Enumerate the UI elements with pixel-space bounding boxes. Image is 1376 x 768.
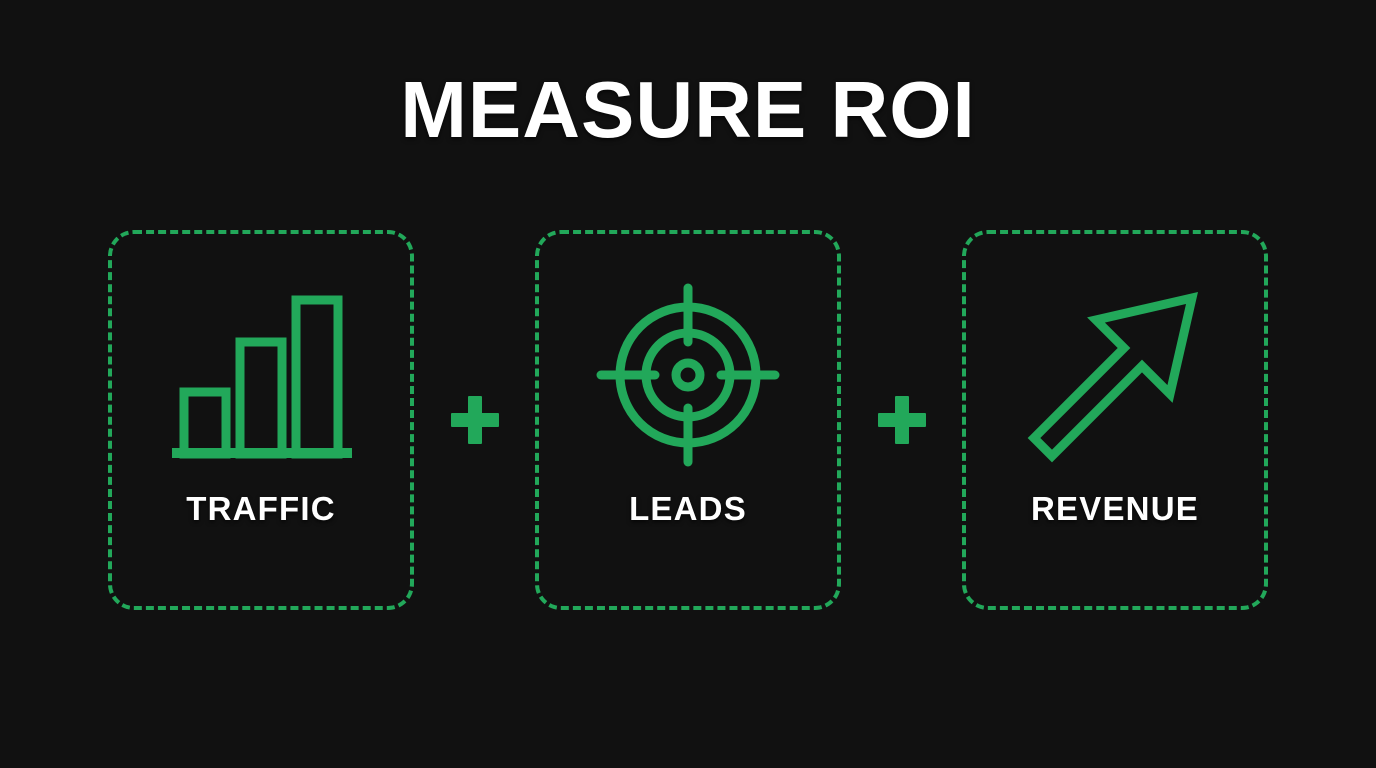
metric-card-revenue[interactable]: REVENUE [962,230,1268,610]
trending-up-arrow-icon [1020,280,1210,470]
metric-card-leads[interactable]: LEADS [535,230,841,610]
metric-card-label: LEADS [629,490,747,527]
metric-card-label: REVENUE [1031,490,1199,527]
metric-card-label: TRAFFIC [186,490,336,527]
bar-chart-icon [166,280,356,470]
target-crosshair-icon [593,280,783,470]
metrics-card-row: TRAFFIC LEADS [108,230,1268,610]
metric-card-traffic[interactable]: TRAFFIC [108,230,414,610]
plus-icon [451,396,499,444]
plus-icon [878,396,926,444]
page-title: MEASURE ROI [400,65,976,154]
